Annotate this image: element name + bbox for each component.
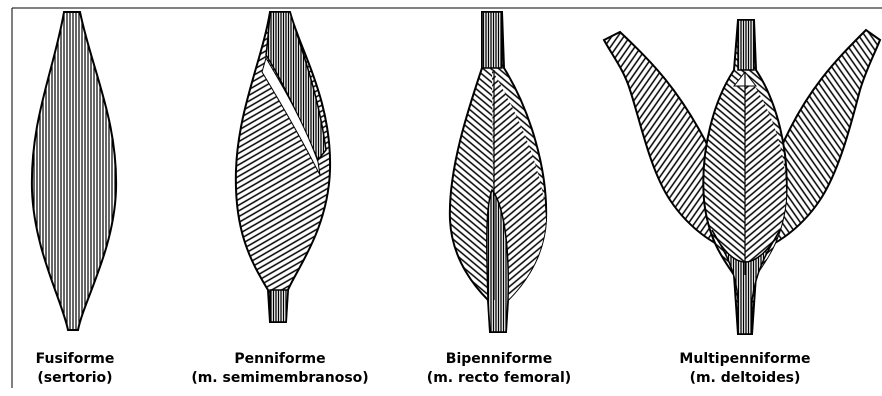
fusiform-muscle-illustration [32, 12, 116, 330]
caption-fusiform-name: Fusiforme [20, 350, 130, 369]
caption-bipenniform: Bipenniforme (m. recto femoral) [416, 350, 582, 388]
caption-penniform: Penniforme (m. semimembranoso) [180, 350, 380, 388]
caption-fusiform: Fusiforme (sertorio) [20, 350, 130, 388]
multipenniform-muscle-illustration [604, 20, 880, 334]
caption-multipenniform-example: (m. deltoides) [662, 369, 828, 388]
caption-bipenniform-name: Bipenniforme [416, 350, 582, 369]
caption-penniform-name: Penniforme [180, 350, 380, 369]
caption-penniform-example: (m. semimembranoso) [180, 369, 380, 388]
caption-fusiform-example: (sertorio) [20, 369, 130, 388]
caption-multipenniform-name: Multipenniforme [662, 350, 828, 369]
caption-multipenniform: Multipenniforme (m. deltoides) [662, 350, 828, 388]
bipenniform-muscle-illustration [450, 12, 546, 332]
penniform-muscle-illustration [236, 12, 330, 322]
caption-bipenniform-example: (m. recto femoral) [416, 369, 582, 388]
